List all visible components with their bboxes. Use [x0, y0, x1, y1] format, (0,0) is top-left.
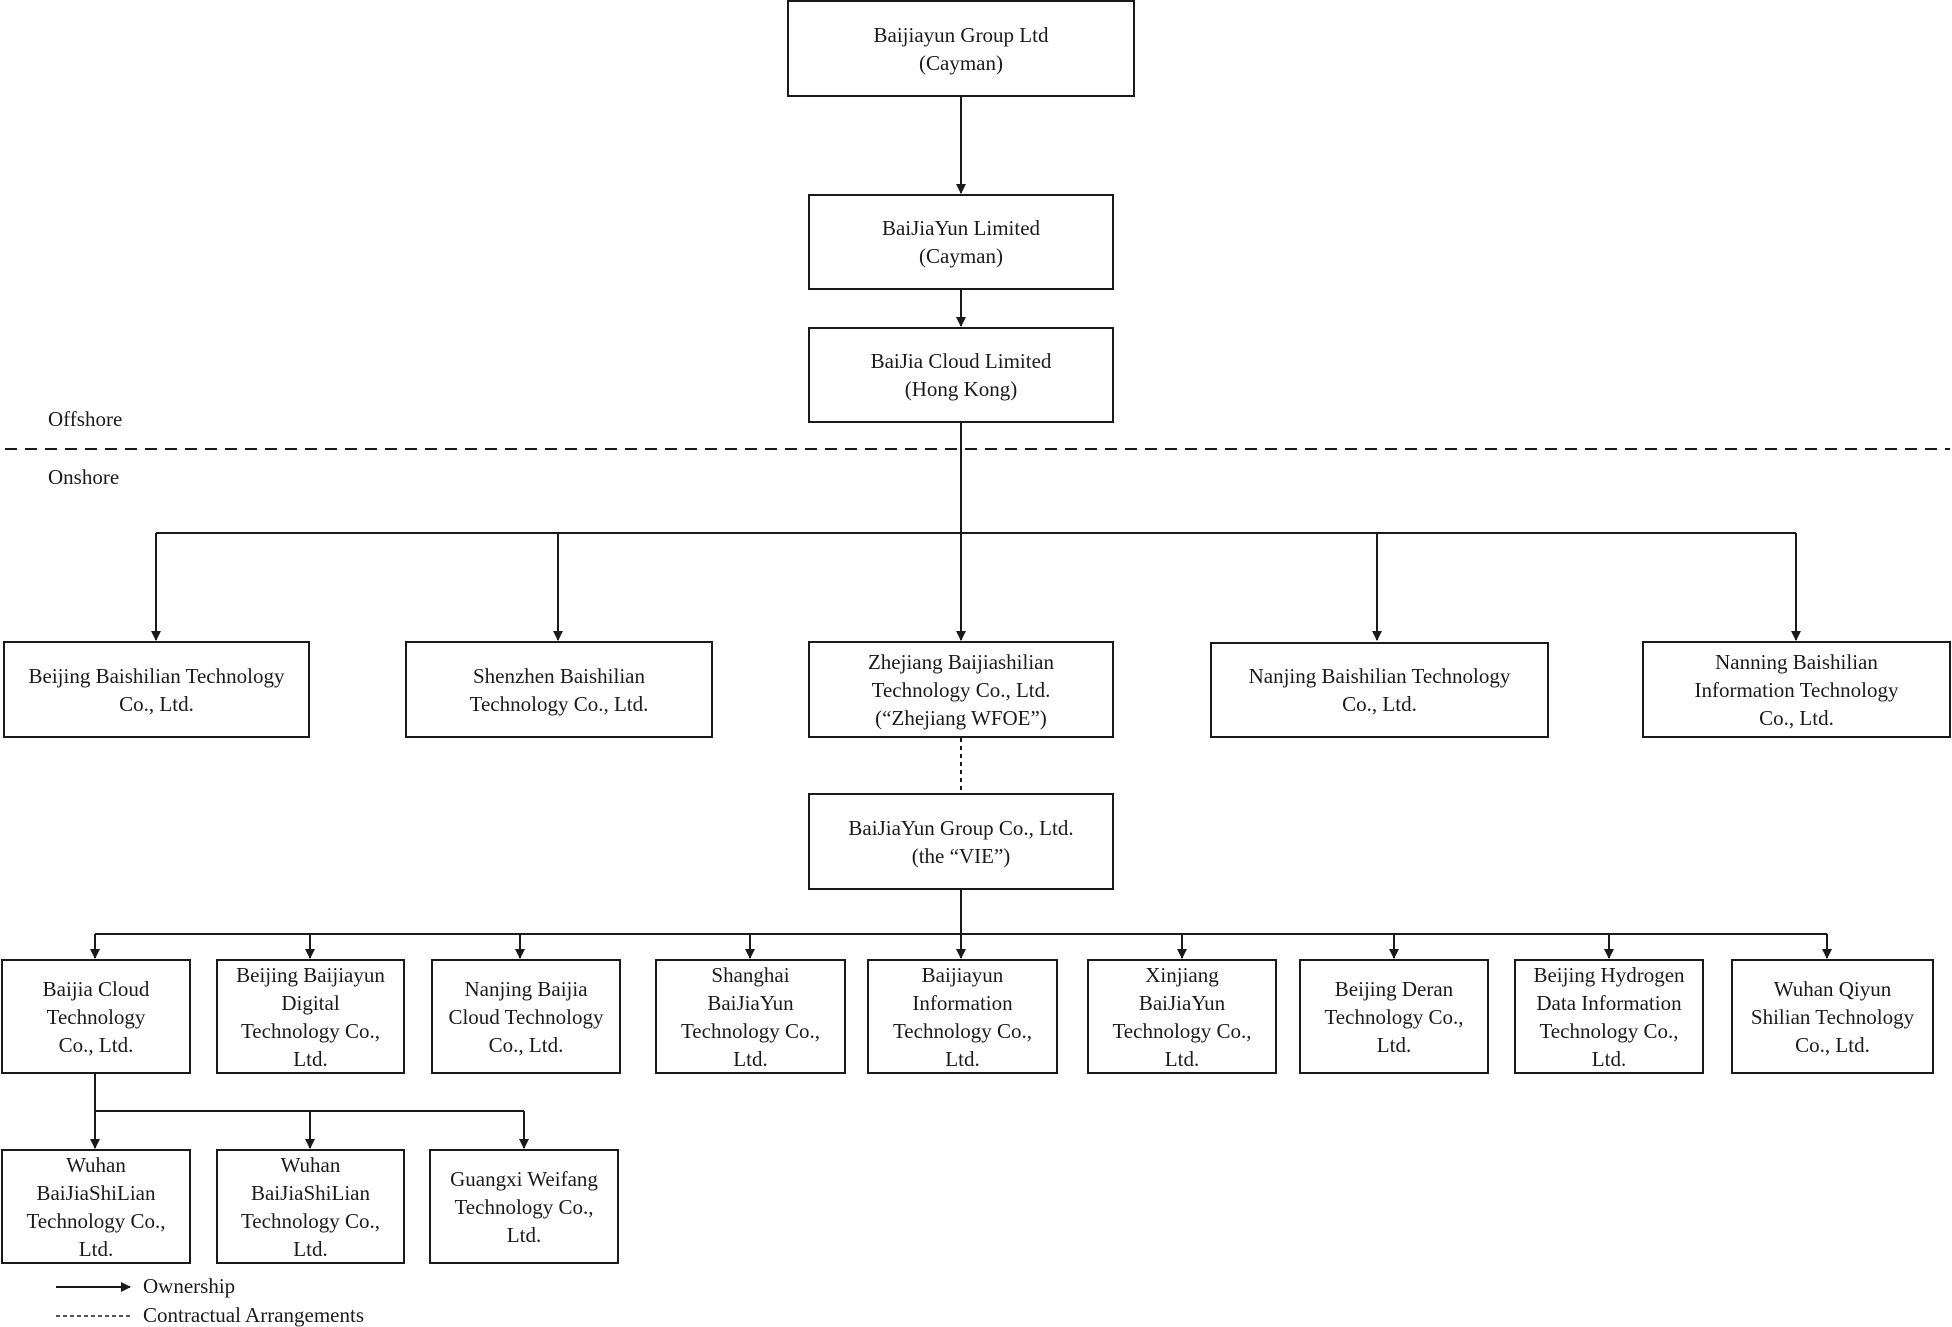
entity-label: Baijia Cloud Technology Co., Ltd.	[42, 976, 150, 1057]
entity-box-vie: BaiJiaYun Group Co., Ltd. (the “VIE”)	[808, 793, 1114, 890]
entity-box-beijing-deran: Beijing Deran Technology Co., Ltd.	[1299, 959, 1489, 1074]
entity-label: BaiJiaYun Limited (Cayman)	[881, 216, 1041, 268]
entity-label: Beijing Baishilian Technology Co., Ltd.	[28, 663, 285, 716]
entity-label: Baijiayun Group Ltd (Cayman)	[873, 22, 1049, 75]
entity-box-baijia-cloud-hong-kong: BaiJia Cloud Limited (Hong Kong)	[808, 327, 1114, 423]
entity-label: Wuhan BaiJiaShiLian Technology Co., Ltd.	[26, 1152, 166, 1261]
entity-box-xinjiang-baijiayun: Xinjiang BaiJiaYun Technology Co., Ltd.	[1087, 959, 1277, 1074]
entity-box-guangxi-weifang: Guangxi Weifang Technology Co., Ltd.	[429, 1149, 619, 1264]
entity-label: Baijiayun Information Technology Co., Lt…	[892, 962, 1033, 1071]
legend-contractual-label: Contractual Arrangements	[143, 1303, 365, 1327]
entity-box-baijiayun-group-cayman: Baijiayun Group Ltd (Cayman)	[787, 0, 1135, 97]
entity-label: BaiJiaYun Group Co., Ltd. (the “VIE”)	[848, 815, 1074, 868]
entity-box-beijing-baijiayun-digital: Beijing Baijiayun Digital Technology Co.…	[216, 959, 405, 1074]
entity-label: Shanghai BaiJiaYun Technology Co., Ltd.	[680, 962, 821, 1071]
entity-label: Nanning Baishilian Information Technolog…	[1694, 649, 1899, 730]
entity-box-baijiayun-limited-cayman: BaiJiaYun Limited (Cayman)	[808, 194, 1114, 290]
entity-label: Xinjiang BaiJiaYun Technology Co., Ltd.	[1112, 962, 1252, 1071]
entity-label: Wuhan BaiJiaShiLian Technology Co., Ltd.	[240, 1152, 381, 1261]
entity-box-wuhan-baijiashilian-2: Wuhan BaiJiaShiLian Technology Co., Ltd.	[216, 1149, 405, 1264]
entity-box-zhejiang-wfoe: Zhejiang Baijiashilian Technology Co., L…	[808, 641, 1114, 738]
onshore-label: Onshore	[48, 465, 120, 489]
entity-box-shanghai-baijiayun: Shanghai BaiJiaYun Technology Co., Ltd.	[655, 959, 846, 1074]
entity-label: Shenzhen Baishilian Technology Co., Ltd.	[469, 663, 649, 716]
entity-label: Beijing Deran Technology Co., Ltd.	[1324, 976, 1464, 1057]
entity-label: Wuhan Qiyun Shilian Technology Co., Ltd.	[1750, 976, 1915, 1057]
entity-label: Beijing Hydrogen Data Information Techno…	[1533, 962, 1685, 1071]
entity-label: Nanjing Baishilian Technology Co., Ltd.	[1248, 664, 1511, 716]
legend-ownership-label: Ownership	[143, 1274, 236, 1298]
entity-box-baijia-cloud-technology: Baijia Cloud Technology Co., Ltd.	[1, 959, 191, 1074]
entity-box-shenzhen-baishilian: Shenzhen Baishilian Technology Co., Ltd.	[405, 641, 713, 738]
entity-box-nanning-baishilian: Nanning Baishilian Information Technolog…	[1642, 641, 1951, 738]
entity-label: Zhejiang Baijiashilian Technology Co., L…	[867, 649, 1055, 730]
entity-box-beijing-baishilian: Beijing Baishilian Technology Co., Ltd.	[3, 641, 310, 738]
offshore-label: Offshore	[48, 407, 123, 431]
entity-box-wuhan-qiyun: Wuhan Qiyun Shilian Technology Co., Ltd.	[1731, 959, 1934, 1074]
entity-label: Nanjing Baijia Cloud Technology Co., Ltd…	[448, 976, 604, 1057]
entity-label: Guangxi Weifang Technology Co., Ltd.	[450, 1166, 598, 1247]
entity-box-baijiayun-information: Baijiayun Information Technology Co., Lt…	[867, 959, 1058, 1074]
entity-box-beijing-hydrogen: Beijing Hydrogen Data Information Techno…	[1514, 959, 1704, 1074]
entity-label: Beijing Baijiayun Digital Technology Co.…	[236, 962, 385, 1071]
entity-box-wuhan-baijiashilian-1: Wuhan BaiJiaShiLian Technology Co., Ltd.	[1, 1149, 191, 1264]
entity-label: BaiJia Cloud Limited (Hong Kong)	[870, 349, 1052, 401]
entity-box-nanjing-baijia-cloud: Nanjing Baijia Cloud Technology Co., Ltd…	[431, 959, 621, 1074]
entity-box-nanjing-baishilian: Nanjing Baishilian Technology Co., Ltd.	[1210, 642, 1549, 738]
